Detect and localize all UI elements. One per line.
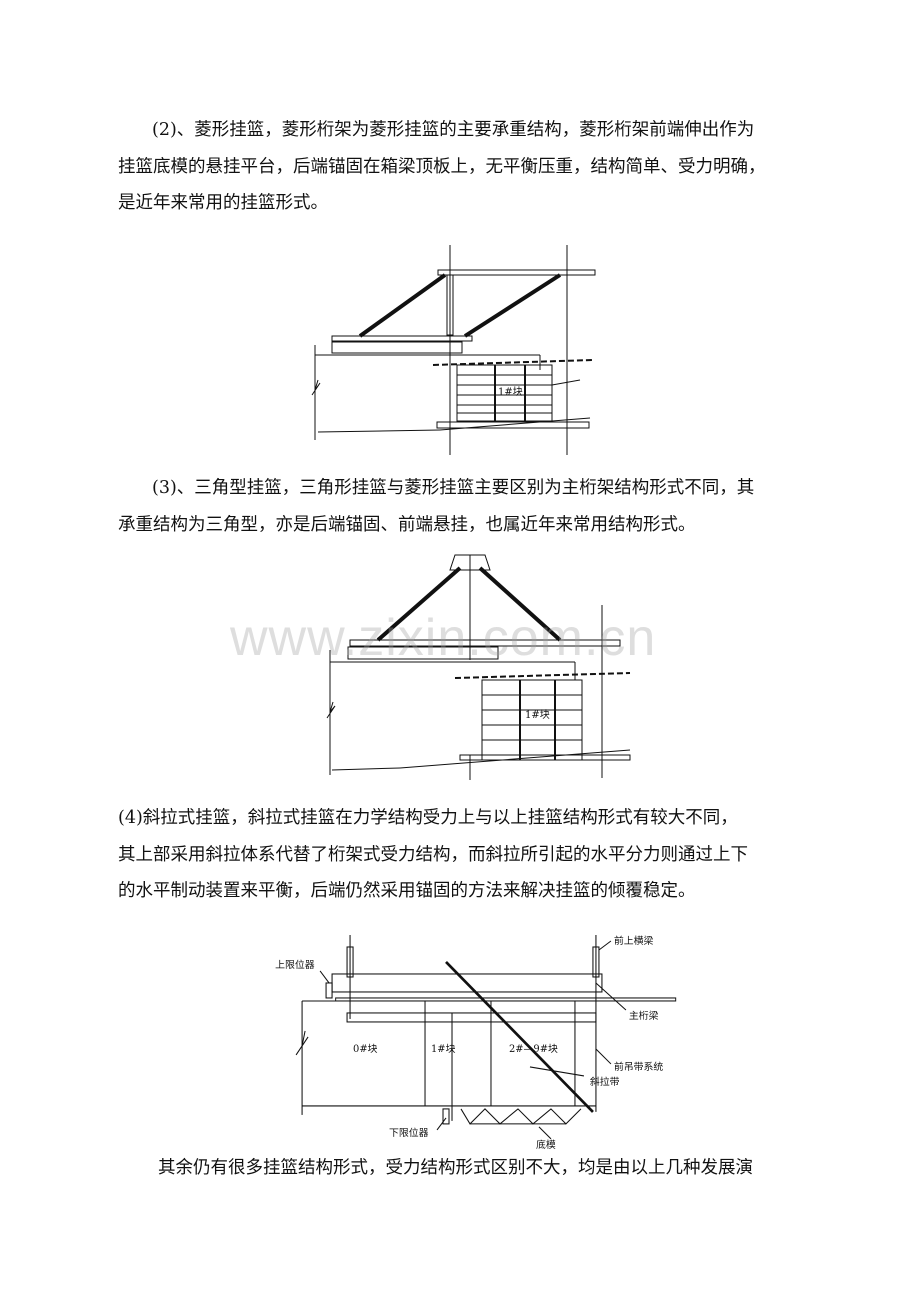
figure-rhombus-cradle: 1#块	[311, 245, 596, 455]
text-line: (4)斜拉式挂篮，斜拉式挂篮在力学结构受力上与以上挂篮结构形式有较大不同，	[118, 808, 738, 828]
text-line: 其余仍有很多挂篮结构形式，受力结构形式区别不大，均是由以上几种发展演	[158, 1158, 753, 1178]
label-upper-limiter: 上限位器	[275, 958, 315, 971]
text-line: 其上部采用斜拉体系代替了桁架式受力结构，而斜拉所引起的水平分力则通过上下	[118, 844, 748, 865]
text-line: (3)、三角型挂篮，三角形挂篮与菱形挂篮主要区别为主桁架结构形式不同，其	[152, 478, 755, 498]
paragraph-triangle: (3)、三角型挂篮，三角形挂篮与菱形挂篮主要区别为主桁架结构形式不同，其 承重结…	[118, 470, 808, 543]
text-line: 是近年来常用的挂篮形式。	[118, 193, 328, 213]
text-line: 挂篮底模的悬挂平台，后端锚固在箱梁顶板上，无平衡压重，结构简单、受力明确，	[118, 156, 766, 177]
figure-cable-stayed-cradle: 前上横梁 上限位器 主桁梁 0#块 1#块 2#—9#块 前吊带系统 斜拉带 下…	[275, 934, 677, 1150]
text-line: 承重结构为三角型，亦是后端锚固、前端悬挂，也属近年来常用结构形式。	[118, 514, 696, 535]
text-line: (2)、菱形挂篮，菱形桁架为菱形挂篮的主要承重结构，菱形桁架前端伸出作为	[152, 120, 755, 140]
label-block-2-9: 2#—9#块	[509, 1043, 558, 1055]
block-label: 1#块	[525, 709, 550, 721]
block-label: 1#块	[498, 386, 523, 398]
paragraph-cable-stayed: (4)斜拉式挂篮，斜拉式挂篮在力学结构受力上与以上挂篮结构形式有较大不同， 其上…	[118, 800, 808, 910]
label-main-truss: 主桁梁	[629, 1009, 659, 1022]
label-front-upper-beam: 前上横梁	[614, 934, 654, 947]
label-stay-strap: 斜拉带	[590, 1075, 620, 1088]
figure-triangle-cradle: 1#块	[326, 554, 631, 780]
watermark: www.zixin.com.cn	[230, 609, 657, 667]
label-bottom-form: 底模	[536, 1138, 556, 1150]
label-block-1: 1#块	[431, 1043, 456, 1055]
label-block-0: 0#块	[353, 1043, 378, 1055]
label-lower-limiter: 下限位器	[389, 1126, 429, 1139]
paragraph-rhombus: (2)、菱形挂篮，菱形桁架为菱形挂篮的主要承重结构，菱形桁架前端伸出作为 挂篮底…	[118, 112, 808, 222]
paragraph-others: 其余仍有很多挂篮结构形式，受力结构形式区别不大，均是由以上几种发展演	[118, 1150, 808, 1187]
label-front-hanger-system: 前吊带系统	[614, 1060, 664, 1073]
text-line: 的水平制动装置来平衡，后端仍然采用锚固的方法来解决挂篮的倾覆稳定。	[118, 881, 696, 901]
